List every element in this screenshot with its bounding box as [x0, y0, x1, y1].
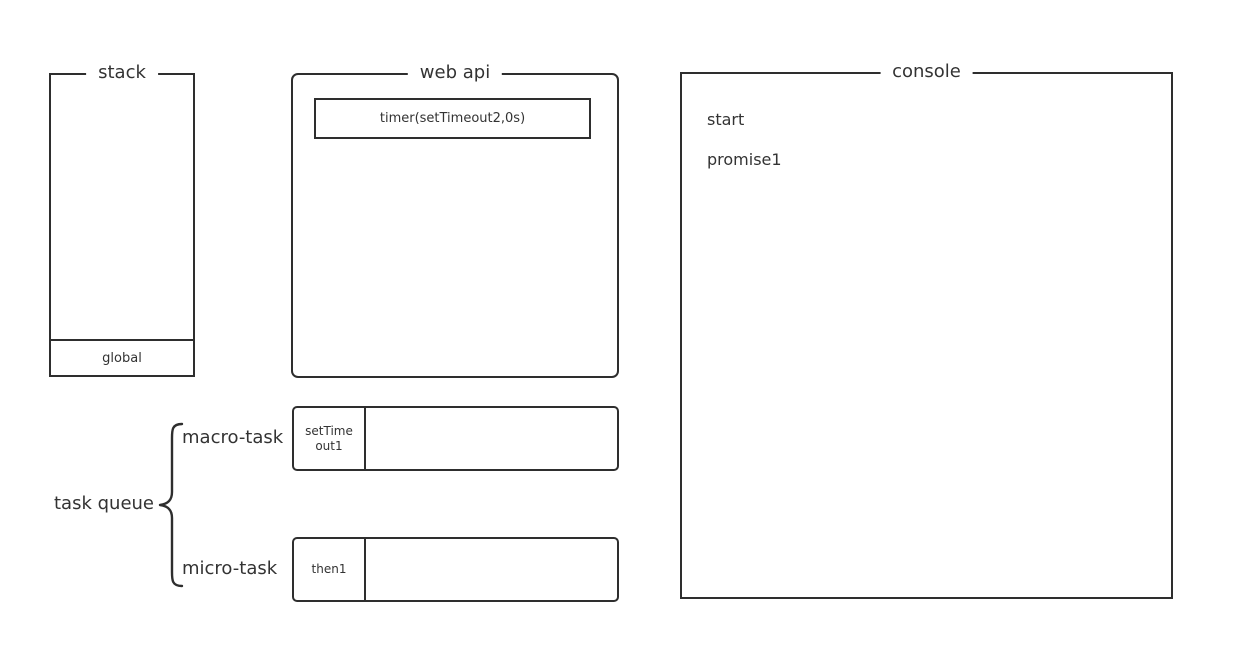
stack-panel: stack global — [49, 62, 195, 377]
console-line: promise1 — [707, 150, 782, 169]
console-line: start — [707, 110, 745, 129]
console-output: start promise1 — [707, 110, 1161, 190]
console-panel: console start promise1 — [680, 61, 1173, 599]
web-api-panel: web api timer(setTimeout2,0s) — [291, 62, 619, 378]
macro-task-queue-cell-empty — [366, 408, 617, 469]
web-api-timer-label: timer(setTimeout2,0s) — [379, 111, 526, 126]
task-queue-label: task queue — [54, 493, 155, 514]
macro-task-queue-row: setTime out1 — [292, 406, 619, 471]
micro-task-queue-cell-empty — [366, 539, 617, 600]
macro-task-queue-cell: setTime out1 — [294, 408, 366, 469]
console-panel-title: console — [880, 61, 973, 83]
web-api-panel-title: web api — [407, 62, 503, 84]
stack-frame-label: global — [102, 350, 142, 366]
micro-task-queue-cell: then1 — [294, 539, 366, 600]
micro-task-label: micro-task — [182, 558, 278, 579]
curly-brace-icon — [158, 422, 184, 588]
micro-task-queue-row: then1 — [292, 537, 619, 602]
stack-frame-global: global — [49, 339, 195, 377]
web-api-timer-item: timer(setTimeout2,0s) — [314, 98, 591, 139]
macro-task-label: macro-task — [182, 427, 284, 448]
stack-panel-title: stack — [86, 62, 158, 84]
